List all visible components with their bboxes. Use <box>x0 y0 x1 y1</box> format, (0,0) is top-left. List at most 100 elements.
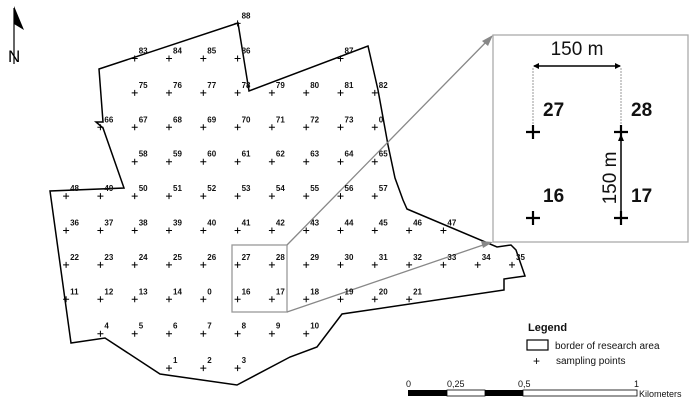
plus-marker-icon <box>131 330 138 337</box>
sampling-point: 77 <box>200 81 217 96</box>
sampling-point-label: 5 <box>139 322 144 331</box>
sampling-point: 7 <box>200 322 212 337</box>
sampling-point: 9 <box>268 322 281 337</box>
sampling-point-label: 57 <box>379 184 388 193</box>
plus-marker-icon <box>166 124 172 131</box>
plus-marker-icon <box>234 89 241 96</box>
sampling-point-label: 84 <box>173 47 182 56</box>
sampling-point-label: 88 <box>242 11 251 20</box>
plus-marker-icon <box>303 261 310 268</box>
sampling-point-label: 49 <box>104 184 113 193</box>
plus-marker-icon <box>234 55 241 62</box>
plus-marker-icon <box>166 193 172 200</box>
sampling-point: 52 <box>200 184 217 200</box>
plus-marker-icon <box>97 261 104 268</box>
sampling-point: 57 <box>371 184 388 200</box>
plus-marker-icon <box>337 193 344 200</box>
sampling-point-label: 26 <box>207 253 216 262</box>
sampling-point-label: 10 <box>310 322 319 331</box>
plus-marker-icon <box>371 227 378 234</box>
sampling-point: 81 <box>337 81 354 96</box>
plus-marker-icon <box>131 296 138 303</box>
sampling-point-label: 28 <box>276 253 285 262</box>
sampling-point: 25 <box>166 253 182 268</box>
plus-marker-icon <box>234 261 241 268</box>
sampling-point: 22 <box>63 253 80 268</box>
sampling-point: 0 <box>371 115 384 131</box>
sampling-point-label: 87 <box>345 47 354 56</box>
plus-marker-icon <box>371 296 378 303</box>
sampling-point: 64 <box>337 150 354 165</box>
sampling-point: 36 <box>63 219 80 234</box>
inset-point: 27 <box>526 100 564 139</box>
sampling-point-label: 58 <box>139 150 148 159</box>
sampling-point: 56 <box>337 184 354 200</box>
sampling-point: 82 <box>371 81 388 96</box>
sampling-point: 48 <box>63 184 80 200</box>
plus-marker-icon <box>371 261 378 268</box>
sampling-point: 68 <box>166 115 182 131</box>
sampling-point: 69 <box>200 115 217 131</box>
plus-marker-icon <box>234 193 241 200</box>
inset-point: 17 <box>614 186 652 225</box>
sampling-point: 70 <box>234 115 251 131</box>
inset-point-label: 27 <box>543 100 564 121</box>
plus-marker-icon <box>200 89 207 96</box>
sampling-point-label: 46 <box>413 219 422 228</box>
sampling-point-label: 13 <box>139 287 148 296</box>
legend-item-points: sampling points <box>556 356 625 367</box>
sampling-point-label: 24 <box>139 253 148 262</box>
sampling-point-label: 17 <box>276 287 285 296</box>
plus-marker-icon <box>234 227 241 234</box>
sampling-point: 19 <box>337 287 354 303</box>
plus-marker-icon <box>166 330 172 337</box>
plus-symbol-icon: + <box>533 354 540 368</box>
sampling-point-label: 8 <box>242 322 247 331</box>
plus-marker-icon <box>131 55 138 62</box>
scale-tick-1: 1 <box>634 379 639 389</box>
plus-marker-icon <box>63 193 70 200</box>
plus-marker-icon <box>97 227 104 234</box>
inset-point-label: 16 <box>543 186 564 207</box>
sampling-point-label: 19 <box>345 287 354 296</box>
sampling-point: 85 <box>200 47 217 62</box>
plus-marker-icon <box>234 330 241 337</box>
plus-marker-icon <box>200 261 207 268</box>
scale-tick-0: 0 <box>406 379 411 389</box>
sampling-point-label: 20 <box>379 287 388 296</box>
sampling-point: 37 <box>97 219 114 234</box>
sampling-point-label: 52 <box>207 184 216 193</box>
sampling-point-label: 77 <box>207 81 216 90</box>
sampling-point: 21 <box>406 287 423 303</box>
connector-line-top <box>286 37 491 246</box>
sampling-point-label: 55 <box>310 184 319 193</box>
sampling-point: 62 <box>268 150 285 165</box>
sampling-point: 27 <box>234 253 251 268</box>
scale-bar: 0 0,25 0,5 1 Kilometers <box>406 379 682 399</box>
sampling-point-label: 27 <box>242 253 251 262</box>
research-area-border <box>49 22 527 386</box>
sampling-point: 86 <box>234 47 251 62</box>
sampling-point: 51 <box>166 184 182 200</box>
sampling-point: 80 <box>303 81 320 96</box>
sampling-point: 47 <box>440 219 457 234</box>
sampling-point: 54 <box>268 184 285 200</box>
plus-marker-icon <box>268 261 275 268</box>
sampling-point: 65 <box>371 150 388 165</box>
sampling-point: 11 <box>63 287 79 303</box>
sampling-point: 12 <box>97 287 114 303</box>
sampling-point: 55 <box>303 184 320 200</box>
plus-marker-icon <box>166 158 172 165</box>
sampling-point: 67 <box>131 115 148 131</box>
plus-marker-icon <box>371 158 378 165</box>
sampling-point: 76 <box>166 81 182 96</box>
plus-marker-icon <box>337 227 344 234</box>
plus-marker-icon <box>303 296 310 303</box>
sampling-point-label: 62 <box>276 150 285 159</box>
plus-marker-icon <box>234 365 241 372</box>
sampling-point-label: 85 <box>207 47 216 56</box>
sampling-point-label: 38 <box>139 219 148 228</box>
sampling-point-label: 25 <box>173 253 182 262</box>
